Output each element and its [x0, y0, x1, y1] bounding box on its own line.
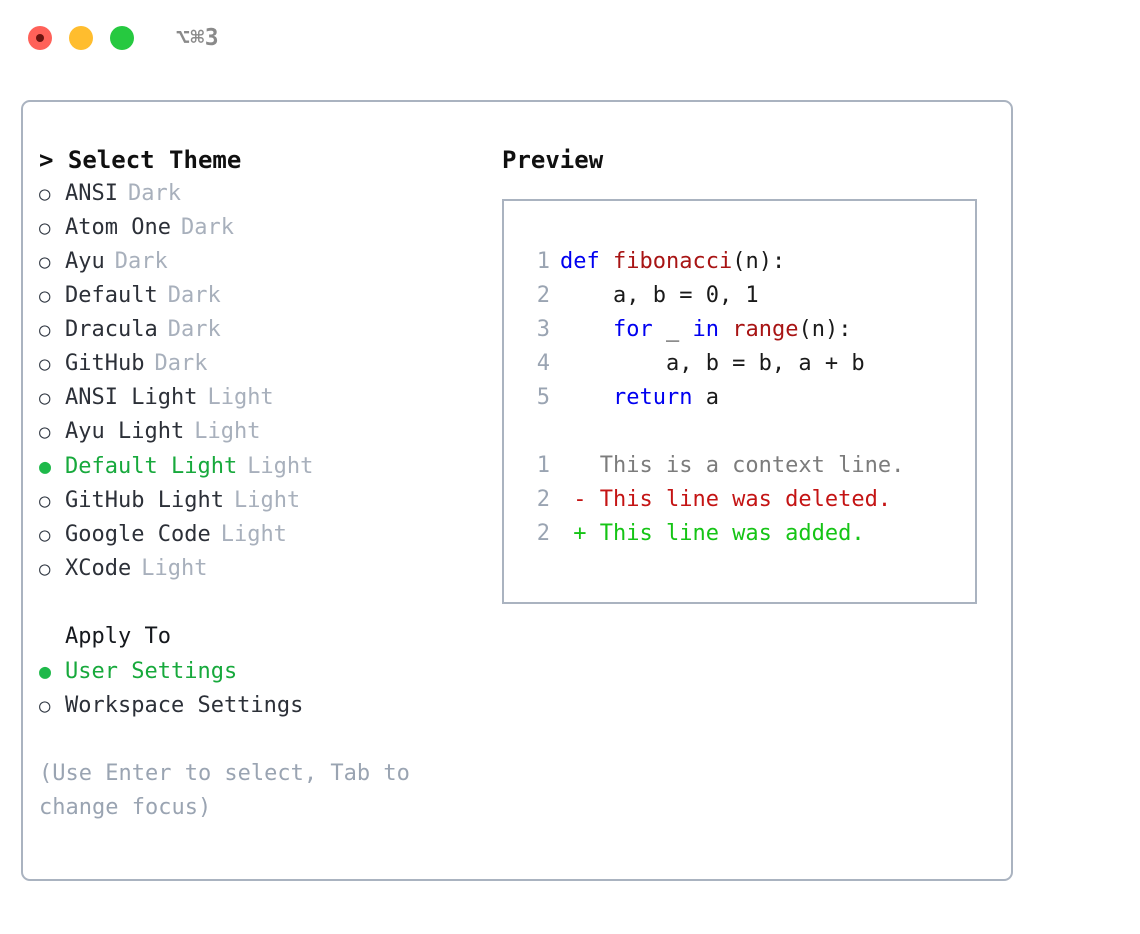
- line-number: 2: [536, 487, 550, 512]
- radio-icon[interactable]: ○: [39, 217, 51, 239]
- theme-kind: Dark: [154, 351, 208, 376]
- theme-kind: Light: [141, 556, 208, 581]
- theme-label: Atom One: [65, 215, 171, 240]
- radio-icon[interactable]: ○: [39, 353, 51, 375]
- radio-icon[interactable]: ○: [39, 387, 51, 409]
- window-controls: [28, 26, 134, 50]
- radio-icon[interactable]: ○: [39, 490, 51, 512]
- radio-icon[interactable]: ○: [39, 695, 51, 717]
- list-item-theme-github-dark[interactable]: ○ GitHub Dark: [39, 347, 499, 381]
- apply-to-label: Workspace Settings: [65, 693, 304, 718]
- line-number: 3: [536, 317, 550, 342]
- columns: > Select Theme ○ ANSI Dark ○ Atom One Da…: [23, 102, 1011, 879]
- title-bar: ⌥⌘3: [0, 0, 1140, 76]
- preview-panel: Preview 1 def fibonacci(n): 2 a, b = 0, …: [502, 143, 1002, 604]
- diff-line-added: 2 + This line was added.: [520, 517, 975, 551]
- line-number: 4: [536, 351, 550, 376]
- list-item-theme-ansi-dark[interactable]: ○ ANSI Dark: [39, 177, 499, 211]
- code-line: 4 a, b = b, a + b: [520, 347, 975, 381]
- radio-icon[interactable]: ○: [39, 285, 51, 307]
- content-window: > Select Theme ○ ANSI Dark ○ Atom One Da…: [21, 100, 1013, 881]
- code-content: a, b = b, a + b: [560, 351, 865, 376]
- theme-kind: Light: [220, 522, 287, 547]
- radio-icon[interactable]: ○: [39, 319, 51, 341]
- radio-icon-selected[interactable]: ●: [39, 659, 52, 683]
- theme-label: Dracula: [65, 317, 158, 342]
- close-icon: [36, 34, 44, 42]
- list-item-theme-ansi-light[interactable]: ○ ANSI Light Light: [39, 381, 499, 415]
- diff-content: This is a context line.: [560, 453, 905, 478]
- theme-label: Ayu: [65, 249, 105, 274]
- code-line: 1 def fibonacci(n):: [520, 245, 975, 279]
- list-item-theme-default-dark[interactable]: ○ Default Dark: [39, 279, 499, 313]
- radio-icon[interactable]: ○: [39, 183, 51, 205]
- theme-label: Default: [65, 283, 158, 308]
- maximize-button[interactable]: [110, 26, 134, 50]
- code-line: 2 a, b = 0, 1: [520, 279, 975, 313]
- diff-content: + This line was added.: [560, 521, 865, 546]
- theme-label: GitHub Light: [65, 488, 224, 513]
- theme-label: Ayu Light: [65, 419, 185, 444]
- code-line: 3 for _ in range(n):: [520, 313, 975, 347]
- theme-kind: Light: [194, 419, 261, 444]
- apply-to-title: Apply To: [65, 624, 171, 649]
- keyboard-hint-text: (Use Enter to select, Tab to change focu…: [39, 761, 424, 820]
- code-content: for _ in range(n):: [612, 317, 852, 342]
- radio-icon[interactable]: ○: [39, 251, 51, 273]
- list-item-theme-github-light[interactable]: ○ GitHub Light Light: [39, 484, 499, 518]
- theme-label: ANSI: [65, 181, 118, 206]
- radio-icon-selected[interactable]: ●: [39, 454, 52, 478]
- code-content: return a: [612, 385, 719, 410]
- spacer: [39, 723, 499, 757]
- theme-kind: Dark: [114, 249, 168, 274]
- list-item-theme-dracula-dark[interactable]: ○ Dracula Dark: [39, 313, 499, 347]
- close-button[interactable]: [28, 26, 52, 50]
- list-item-theme-ayu-dark[interactable]: ○ Ayu Dark: [39, 245, 499, 279]
- line-number: 1: [536, 249, 550, 274]
- theme-label: Google Code: [65, 522, 211, 547]
- diff-content: - This line was deleted.: [560, 487, 892, 512]
- theme-kind: Dark: [180, 215, 234, 240]
- list-item-theme-default-light[interactable]: ● Default Light Light: [39, 449, 499, 484]
- theme-kind: Light: [247, 454, 314, 479]
- theme-kind: Dark: [167, 317, 221, 342]
- list-item-theme-atom-one-dark[interactable]: ○ Atom One Dark: [39, 211, 499, 245]
- page-title: > Select Theme: [39, 146, 242, 174]
- minimize-button[interactable]: [69, 26, 93, 50]
- spacer: [39, 586, 499, 620]
- preview-title: Preview: [502, 146, 604, 174]
- spacer: [520, 415, 975, 449]
- line-number: 1: [536, 453, 550, 478]
- radio-icon[interactable]: ○: [39, 524, 51, 546]
- theme-label: GitHub: [65, 351, 145, 376]
- radio-icon[interactable]: ○: [39, 421, 51, 443]
- line-number: 5: [536, 385, 550, 410]
- theme-kind: Dark: [167, 283, 221, 308]
- code-content: def fibonacci(n):: [560, 249, 786, 274]
- list-item-theme-ayu-light[interactable]: ○ Ayu Light Light: [39, 415, 499, 449]
- list-item-theme-xcode[interactable]: ○ XCode Light: [39, 552, 499, 586]
- theme-kind: Light: [207, 385, 274, 410]
- list-item-apply-workspace-settings[interactable]: ○ Workspace Settings: [39, 689, 499, 723]
- radio-icon[interactable]: ○: [39, 558, 51, 580]
- line-number: 2: [536, 283, 550, 308]
- code-content: a, b = 0, 1: [560, 283, 759, 308]
- diff-line-context: 1 This is a context line.: [520, 449, 975, 483]
- diff-line-deleted: 2 - This line was deleted.: [520, 483, 975, 517]
- theme-label: Default Light: [65, 454, 238, 479]
- preview-box: 1 def fibonacci(n): 2 a, b = 0, 1 3 for …: [502, 199, 977, 604]
- theme-selector-panel: > Select Theme ○ ANSI Dark ○ Atom One Da…: [39, 143, 499, 825]
- theme-kind: Dark: [127, 181, 181, 206]
- line-number: 2: [536, 521, 550, 546]
- apply-to-label: User Settings: [65, 659, 238, 684]
- list-item-apply-user-settings[interactable]: ● User Settings: [39, 654, 499, 689]
- list-item-theme-google-code[interactable]: ○ Google Code Light: [39, 518, 499, 552]
- theme-label: ANSI Light: [65, 385, 198, 410]
- theme-kind: Light: [233, 488, 301, 513]
- theme-label: XCode: [65, 556, 132, 581]
- code-line: 5 return a: [520, 381, 975, 415]
- keyboard-shortcut-label: ⌥⌘3: [176, 25, 220, 51]
